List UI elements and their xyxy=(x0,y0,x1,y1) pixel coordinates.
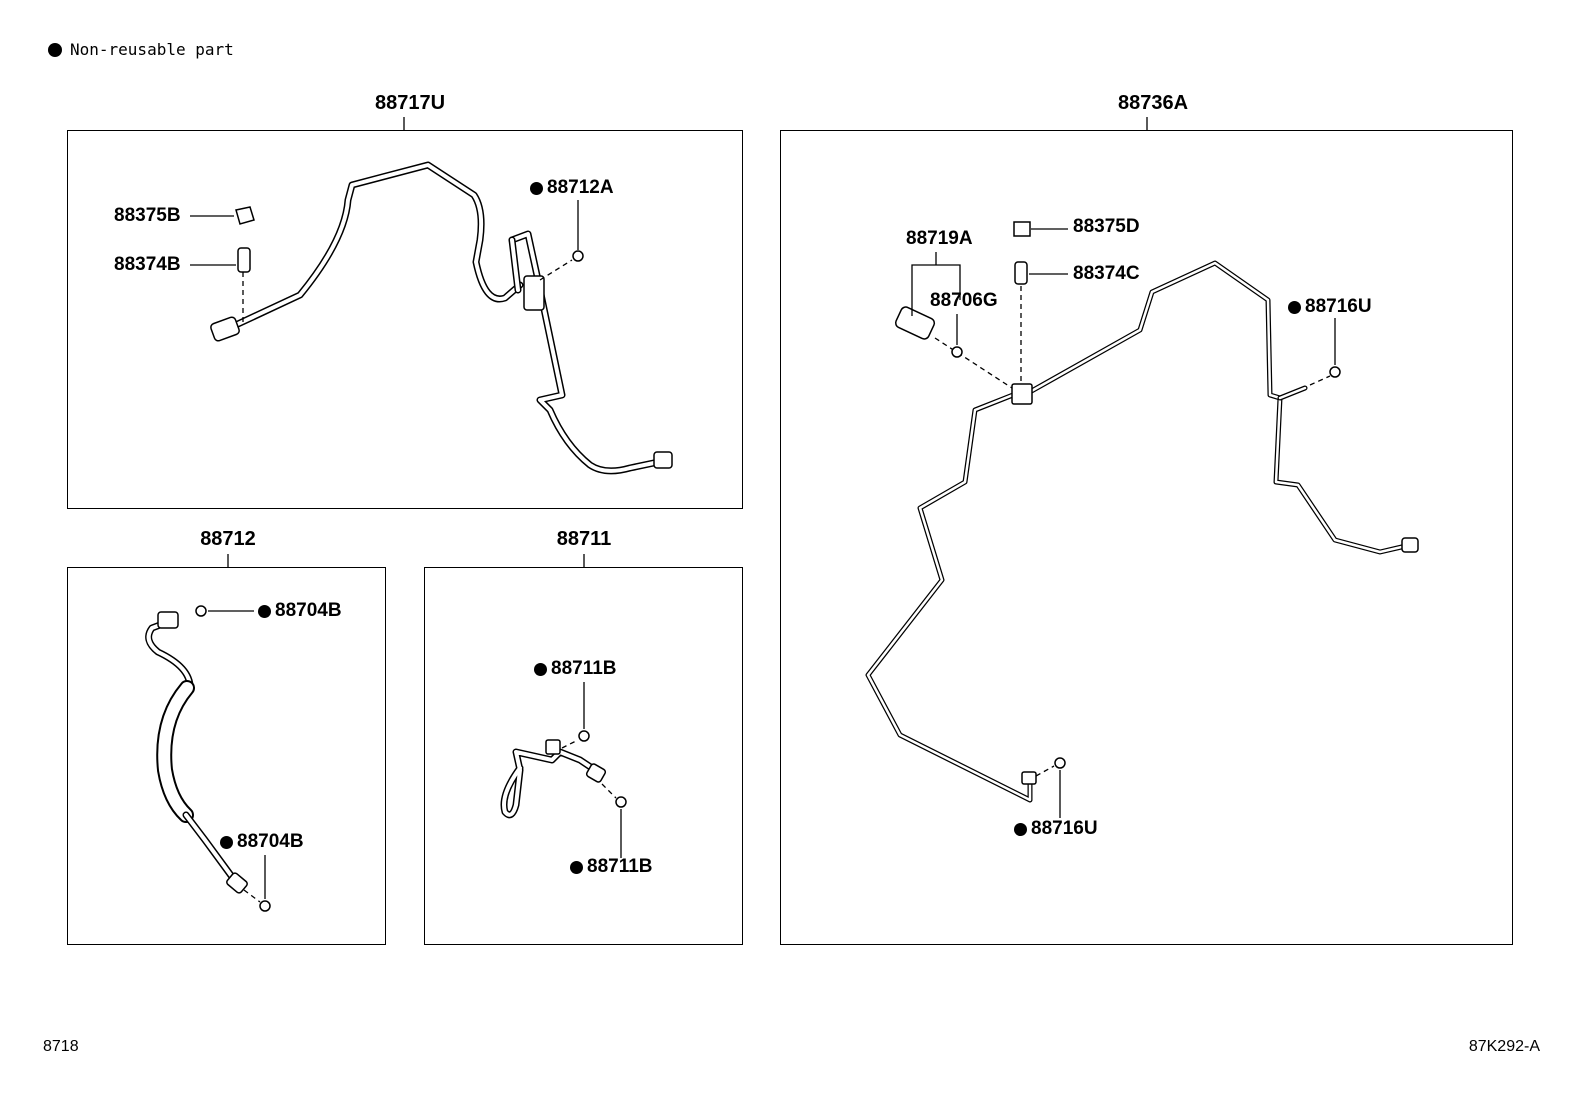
cap-88375B-icon xyxy=(235,206,255,225)
fitting-top-88712 xyxy=(157,611,179,629)
cap-88375D-icon xyxy=(1013,221,1031,237)
label-88706G: 88706G xyxy=(930,290,998,311)
label-88712A: 88712A xyxy=(530,177,614,199)
oring-88704B-top-icon xyxy=(195,605,207,617)
label-88711B-bottom: 88711B xyxy=(570,856,653,878)
oring-88712A-icon xyxy=(572,250,584,262)
non-reusable-dot-icon xyxy=(1014,822,1027,836)
label-88375B: 88375B xyxy=(114,205,181,226)
panel-88712 xyxy=(67,567,386,945)
tube-88717U xyxy=(221,161,672,475)
tube-88736A xyxy=(865,260,1413,803)
oring-88704B-bottom-icon xyxy=(259,900,271,912)
oring-88706G-icon xyxy=(951,346,963,358)
non-reusable-dot-icon xyxy=(570,860,583,874)
label-88374B: 88374B xyxy=(114,254,181,275)
label-88719A: 88719A xyxy=(906,228,973,249)
oring-88716U-bottom-icon xyxy=(1054,757,1066,769)
oring-88711B-top-icon xyxy=(578,730,590,742)
label-88711B-top: 88711B xyxy=(534,658,617,680)
bracket-88711 xyxy=(545,739,561,755)
fitting-right-88717U xyxy=(653,451,673,469)
footer-right-code: 87K292-A xyxy=(1468,1038,1540,1055)
non-reusable-dot-icon xyxy=(534,662,547,676)
bracket-88717U xyxy=(523,275,545,311)
fitting-right-88736A xyxy=(1401,537,1419,553)
fitting-left-88717U xyxy=(210,316,240,342)
valve-88374C-icon xyxy=(1014,261,1028,285)
label-88704B-top: 88704B xyxy=(258,600,342,622)
label-88716U-bottom: 88716U xyxy=(1014,818,1098,840)
oring-88716U-top-icon xyxy=(1329,366,1341,378)
non-reusable-dot-icon xyxy=(220,835,233,849)
non-reusable-dot-icon xyxy=(48,42,62,57)
non-reusable-dot-icon xyxy=(1288,300,1301,314)
oring-88711B-bottom-icon xyxy=(615,796,627,808)
label-88716U-top: 88716U xyxy=(1288,296,1372,318)
valve-88374B-icon xyxy=(237,247,251,273)
fitting-bottom-88736A xyxy=(1021,771,1037,785)
panel-88717U xyxy=(67,130,743,509)
panel-88711 xyxy=(424,567,743,945)
label-88375D: 88375D xyxy=(1073,216,1140,237)
junction-block-88736A xyxy=(1011,383,1033,405)
hose-88712 xyxy=(145,618,242,889)
non-reusable-dot-icon xyxy=(258,604,271,618)
panel-88736A xyxy=(780,130,1513,945)
panel-title-88717U: 88717U xyxy=(374,92,446,114)
pressure-sensor-88719A-icon xyxy=(894,306,936,340)
footer-left-code: 8718 xyxy=(43,1038,79,1055)
legend-text: Non-reusable part xyxy=(70,40,234,59)
panel-title-88711: 88711 xyxy=(556,528,612,550)
panel-title-88712: 88712 xyxy=(200,528,256,550)
tube-88711 xyxy=(500,748,602,819)
panel-title-88736A: 88736A xyxy=(1117,92,1189,114)
label-88704B-bottom: 88704B xyxy=(220,831,304,853)
fitting-88711 xyxy=(585,763,607,783)
fitting-bottom-88712 xyxy=(226,872,248,894)
non-reusable-dot-icon xyxy=(530,181,543,195)
label-88374C: 88374C xyxy=(1073,263,1140,284)
legend: Non-reusable part xyxy=(48,40,234,59)
